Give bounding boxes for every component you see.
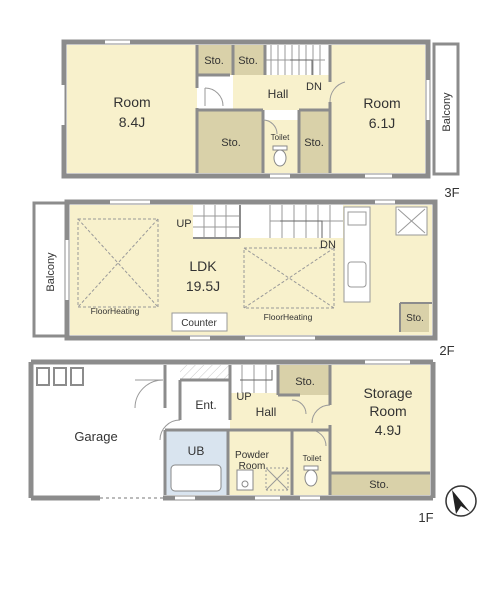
balcony-label-3f: Balcony — [441, 92, 453, 132]
counter — [171, 312, 228, 332]
north-arrow-icon — [445, 485, 477, 517]
interior-walls-3f — [195, 45, 332, 173]
hall-1f-east — [278, 395, 330, 430]
toilet-bowl-1f — [304, 469, 318, 487]
sto-label-3f-4: Sto. — [304, 137, 324, 149]
room-east-name: Room — [363, 95, 400, 111]
floor-heating-label-1: FloorHeating — [91, 306, 140, 316]
room-west-name: Room — [113, 94, 150, 110]
toilet-label-1f: Toilet — [303, 454, 322, 463]
entrance-label: Ent. — [195, 398, 216, 412]
windows-3f — [61, 40, 430, 178]
powder-room-line1: Powder — [235, 450, 270, 461]
up-label-1f: UP — [236, 391, 251, 403]
toilet-label-3f: Toilet — [271, 133, 290, 142]
balcony-3f — [435, 45, 457, 173]
room-east-size: 6.1J — [369, 115, 395, 131]
hall-3f — [233, 75, 330, 110]
hall-label-3f: Hall — [268, 87, 289, 101]
toilet-bowl-3f — [273, 149, 287, 167]
washbasin — [236, 469, 254, 491]
floor-2f: LDK 19.5J UP DN FloorHeating FloorHeatin… — [32, 199, 455, 358]
storage-3f-3 — [197, 110, 263, 173]
ldk-size: 19.5J — [186, 278, 220, 294]
toilet-tank-3f — [272, 145, 288, 151]
sto-label-3f-3: Sto. — [221, 137, 241, 149]
storage-room-size: 4.9J — [375, 422, 401, 438]
sto-label-1f-top: Sto. — [295, 376, 315, 388]
kitchen-stove — [347, 211, 367, 226]
storage-3f-1 — [197, 45, 233, 75]
stair-arrow-3f — [290, 59, 313, 75]
storage-3f-2 — [233, 45, 265, 75]
storage-1f-bottom — [330, 473, 430, 495]
windows-1f — [175, 360, 410, 500]
hall-label-1f: Hall — [256, 405, 277, 419]
storage-room — [330, 365, 430, 473]
entrance-hatch — [180, 365, 230, 380]
up-label-2f: UP — [176, 218, 191, 230]
powder-room-line2: Room — [239, 461, 266, 472]
garage-openings — [36, 367, 84, 386]
balcony-rail-3f — [432, 42, 460, 176]
balcony-label-2f: Balcony — [45, 252, 57, 292]
room-west-size: 8.4J — [119, 114, 145, 130]
balcony-2f — [36, 205, 67, 335]
stair-arrow-1f — [240, 370, 273, 381]
ldk-name: LDK — [189, 258, 217, 274]
floor-heating-label-2: FloorHeating — [264, 312, 313, 322]
dn-label-3f: DN — [306, 81, 322, 93]
sto-label-3f-2: Sto. — [238, 55, 258, 67]
floor-label-2f: 2F — [439, 343, 454, 358]
garage — [33, 365, 163, 495]
stair-treads-1f — [241, 365, 267, 393]
room-6-1j — [330, 45, 425, 173]
kitchen-sink — [347, 261, 367, 288]
interior-walls-1f — [163, 365, 430, 495]
washer-space — [265, 467, 289, 491]
washer-cross-2 — [265, 467, 289, 491]
floor-3f: Room 8.4J Room 6.1J Sto. Sto. Sto. Sto. … — [61, 39, 460, 200]
storage-1f-top — [278, 365, 330, 395]
storage-room-line2: Room — [369, 403, 406, 419]
windows-2f — [65, 200, 395, 340]
door-swings-3f — [204, 81, 346, 135]
ub-label: UB — [188, 444, 205, 458]
sto-label-2f: Sto. — [406, 313, 424, 324]
floor-label-3f: 3F — [444, 185, 459, 200]
garage-label: Garage — [74, 429, 117, 444]
room-8-4j — [67, 45, 197, 173]
floor-heating-zones — [77, 218, 335, 309]
toilet-tank-1f — [303, 465, 319, 471]
sto-label-3f-1: Sto. — [204, 55, 224, 67]
counter-label: Counter — [181, 318, 217, 329]
storage-room-line1: Storage — [363, 385, 412, 401]
washbasin-drain — [241, 480, 249, 488]
storage-3f-4 — [299, 110, 330, 173]
entrance — [180, 380, 230, 430]
storage-2f — [400, 303, 429, 332]
floor-1f: Garage Ent. UP Hall Sto. Storage Room 4.… — [28, 359, 436, 525]
floor-label-1f: 1F — [418, 510, 433, 525]
dn-label-2f: DN — [320, 239, 336, 251]
sto-label-1f-bottom: Sto. — [369, 479, 389, 491]
refrigerator-cross-2 — [397, 208, 426, 234]
stair-arrow-2f — [280, 220, 323, 238]
bathtub — [170, 464, 222, 492]
